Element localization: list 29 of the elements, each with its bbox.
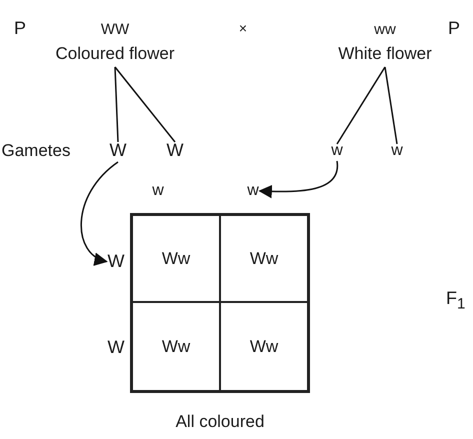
gamete-allele: W: [166, 140, 184, 161]
row-allele: W: [108, 337, 124, 358]
branch-line: [384, 66, 398, 144]
gamete-allele: W: [110, 140, 126, 161]
branch-line: [114, 66, 119, 142]
cross-sign: ×: [238, 20, 248, 36]
generation-label: P: [14, 18, 26, 39]
branch-line: [336, 66, 386, 144]
genotype-cell: Ww: [220, 215, 308, 302]
column-allele: w: [247, 182, 259, 200]
branch-line: [114, 66, 176, 142]
column-allele: w: [152, 182, 164, 200]
punnett-square: [130, 213, 310, 393]
row-allele: W: [108, 251, 124, 272]
genotype-label: ww: [373, 20, 397, 40]
gamete-allele: w: [391, 142, 403, 160]
generation-label: P: [448, 18, 460, 39]
genotype-cell: Ww: [132, 215, 220, 302]
genotype-label: WW: [100, 20, 130, 40]
gametes-label: Gametes: [2, 141, 70, 161]
genotype-cell: Ww: [220, 302, 308, 391]
arrow: [80, 161, 118, 264]
result-label: All coloured: [176, 412, 264, 432]
arrow: [258, 160, 338, 198]
genotype-cell: Ww: [132, 302, 220, 391]
phenotype-label: White flower: [338, 43, 432, 65]
phenotype-label: Coloured flower: [55, 43, 175, 65]
generation-label: F$_{1}$: [446, 288, 466, 313]
gamete-allele: w: [331, 142, 343, 160]
